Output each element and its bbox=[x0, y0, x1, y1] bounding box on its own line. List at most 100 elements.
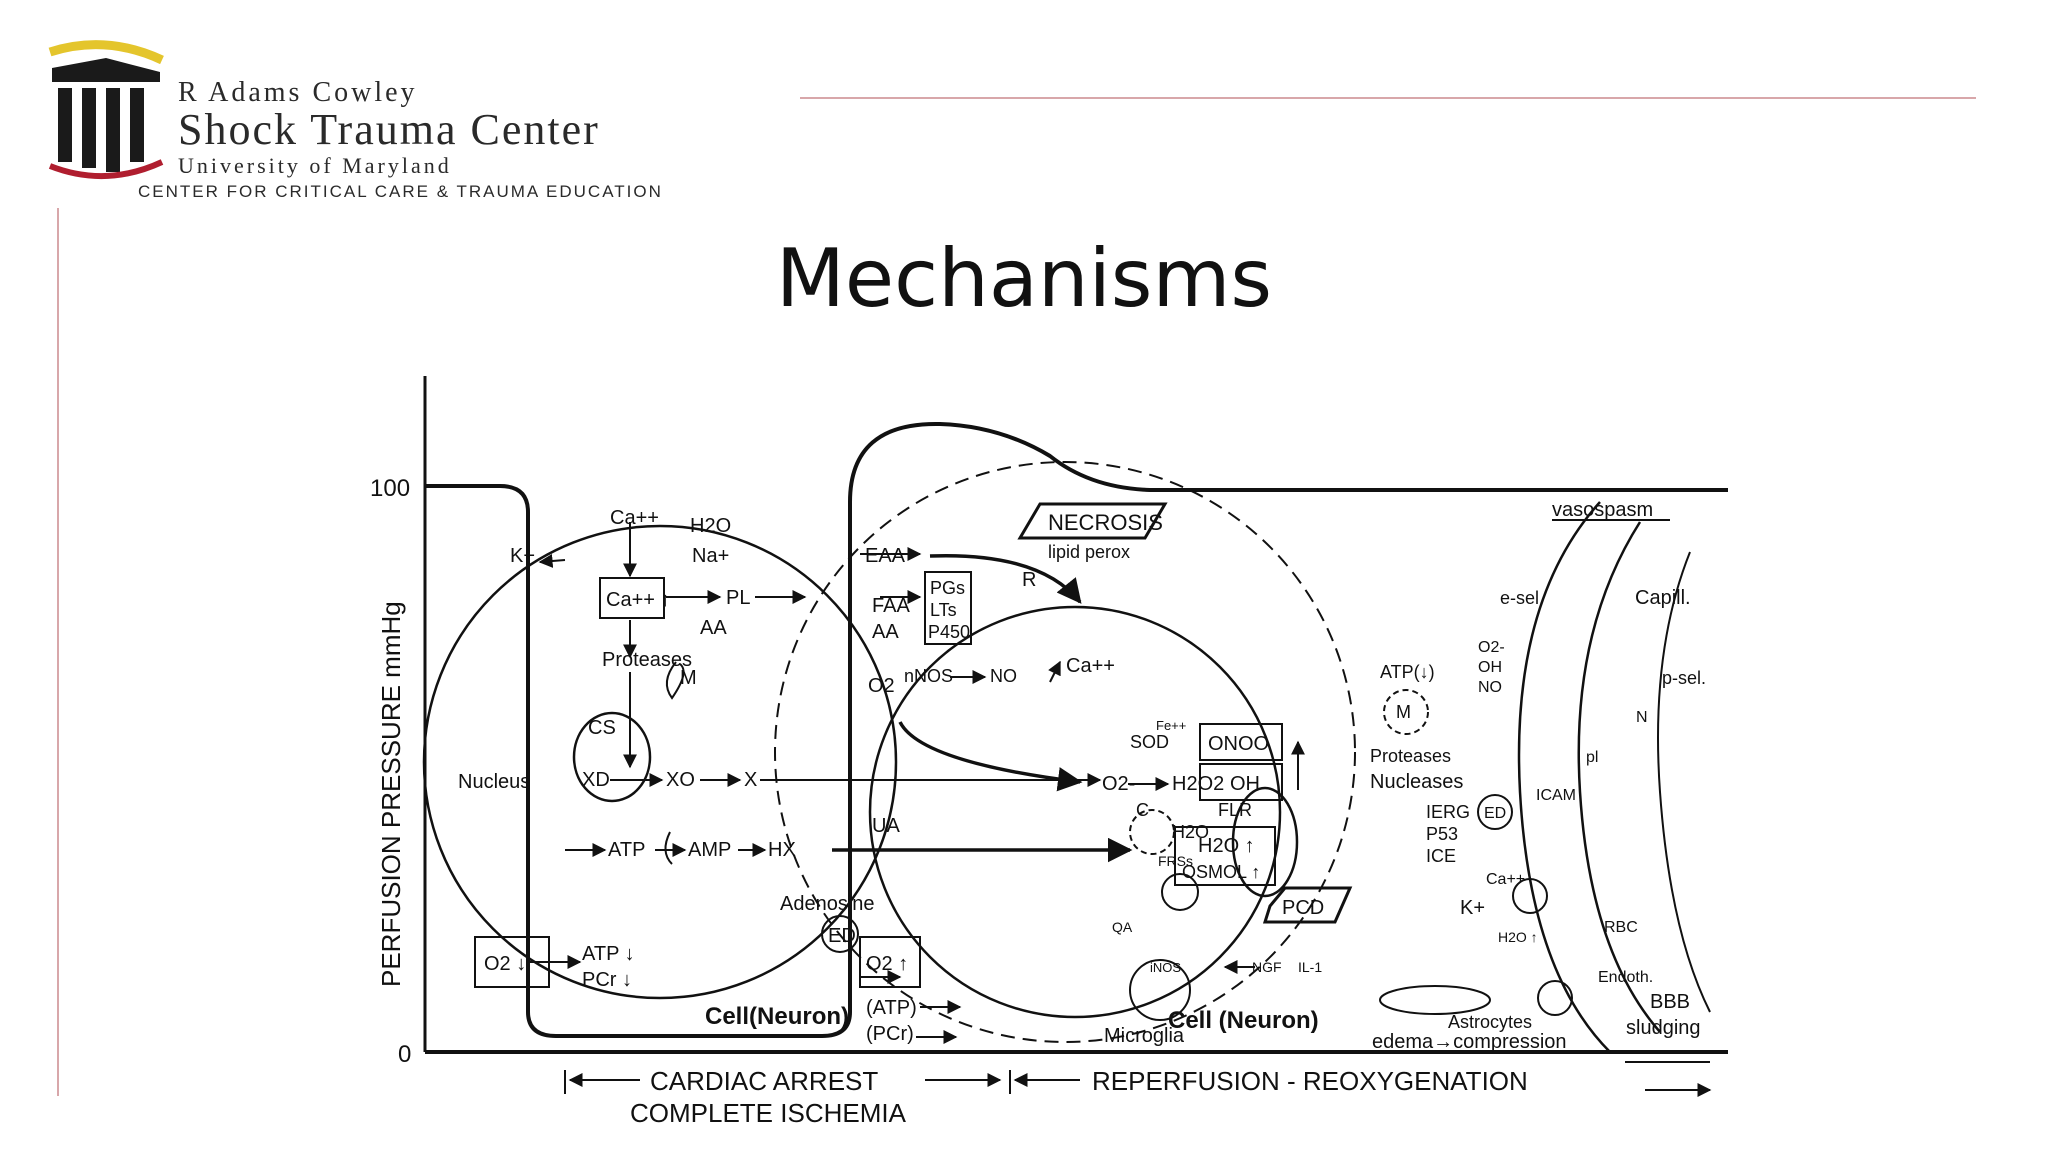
left-aa-label: AA bbox=[700, 617, 727, 639]
pcd-label: PCD bbox=[1282, 897, 1324, 919]
phase-left-line1: CARDIAC ARREST bbox=[650, 1066, 878, 1096]
inos-label: iNOS bbox=[1150, 960, 1181, 975]
right-neuron-cell bbox=[868, 605, 1282, 1019]
org-name-line1: R Adams Cowley bbox=[178, 77, 418, 108]
p450-label: P450 bbox=[928, 622, 970, 642]
left-neuron-cell bbox=[422, 524, 898, 1000]
shock-trauma-logo: R Adams Cowley Shock Trauma Center Unive… bbox=[40, 34, 800, 214]
right-ca2-label: Ca++ bbox=[1486, 871, 1525, 888]
oh-box bbox=[1199, 763, 1283, 801]
e-sel-label: e-sel. bbox=[1500, 588, 1544, 608]
osmol-label: OSMOL ↑ bbox=[1182, 862, 1260, 882]
onoo-box bbox=[1199, 723, 1283, 761]
pcr-paren-label: (PCr) bbox=[866, 1023, 914, 1045]
onoo-label: ONOO bbox=[1208, 733, 1269, 755]
org-name-line4: CENTER FOR CRITICAL CARE & TRAUMA EDUCAT… bbox=[138, 182, 663, 201]
h2o-osmol-box bbox=[1174, 826, 1276, 886]
right-k-label: K+ bbox=[1460, 897, 1485, 919]
sludging-label: sludging bbox=[1626, 1017, 1701, 1039]
rbc-label: RBC bbox=[1604, 919, 1638, 936]
right-o2-label: O2 bbox=[868, 675, 895, 697]
right-proteases-label: Proteases bbox=[1370, 746, 1451, 766]
fe-label: Fe++ bbox=[1156, 718, 1186, 733]
h2o-box-label: H2O ↑ bbox=[1198, 835, 1255, 857]
left-atp-label: ATP bbox=[608, 839, 645, 861]
nucleases-label: Nucleases bbox=[1370, 771, 1463, 793]
r-label: R bbox=[1022, 569, 1036, 591]
right-cell-label: Cell (Neuron) bbox=[1168, 1007, 1319, 1034]
left-atp-low-label: ATP ↓ bbox=[582, 943, 635, 965]
qa-label: QA bbox=[1112, 919, 1133, 935]
ua-label: UA bbox=[872, 815, 900, 837]
p-sel-label: p-sel. bbox=[1662, 668, 1706, 688]
right-ed-label: ED bbox=[1484, 805, 1506, 822]
phase-right: REPERFUSION - REOXYGENATION bbox=[1092, 1066, 1528, 1096]
right-nucleus bbox=[1231, 786, 1299, 898]
left-cs-label: CS bbox=[588, 717, 616, 739]
rad-label-oh: OH bbox=[1478, 659, 1502, 676]
pgs-box bbox=[924, 571, 972, 645]
left-xd-label: XD bbox=[582, 769, 610, 791]
pgs-label: PGs bbox=[930, 578, 965, 598]
necrosis-label: NECROSIS bbox=[1048, 510, 1163, 535]
il1-label: IL-1 bbox=[1298, 959, 1322, 975]
right-cell-dashed-boundary bbox=[774, 461, 1356, 1043]
superoxide-label: O2- bbox=[1102, 773, 1135, 795]
right-aa-label: AA bbox=[872, 621, 899, 643]
left-h2o-label: H2O bbox=[690, 515, 731, 537]
ca-box bbox=[599, 577, 665, 619]
right-o2-box-label: O2 ↑ bbox=[866, 953, 908, 975]
left-xo-label: XO bbox=[666, 769, 695, 791]
left-hx-label: HX bbox=[768, 839, 796, 861]
capill-label: Capill. bbox=[1635, 587, 1691, 609]
left-cell-label: Cell(Neuron) bbox=[705, 1003, 849, 1030]
right-h2o-label: H2O bbox=[1172, 822, 1209, 842]
lipid-perox-label: lipid perox bbox=[1048, 542, 1130, 562]
left-x-label: X bbox=[744, 769, 757, 791]
ngf-label: NGF bbox=[1252, 959, 1282, 975]
left-m-label: M bbox=[680, 667, 697, 689]
left-ca-label: Ca++ bbox=[610, 507, 659, 529]
y-tick-0: 0 bbox=[398, 1041, 411, 1068]
phase-left-line2: COMPLETE ISCHEMIA bbox=[630, 1098, 907, 1128]
nnos-label: nNOS bbox=[904, 666, 953, 686]
left-adenosine-label: Adenosine bbox=[780, 893, 875, 915]
capillary-wall bbox=[1517, 501, 1611, 1053]
left-nucleus bbox=[572, 711, 652, 803]
left-na-label: Na+ bbox=[692, 545, 729, 567]
oh-label: OH bbox=[1230, 773, 1260, 795]
right-h2o2b-label: H2O ↑ bbox=[1498, 929, 1538, 945]
flr-label: FLR bbox=[1218, 800, 1252, 820]
microglia-label: Microglia bbox=[1104, 1025, 1185, 1047]
left-nucleus-label: Nucleus bbox=[458, 771, 530, 793]
rad-label-no: NO bbox=[1478, 679, 1502, 696]
left-accent-line bbox=[57, 208, 59, 1096]
lts-label: LTs bbox=[930, 600, 957, 620]
rad-label-o2: O2- bbox=[1478, 639, 1505, 656]
pcd-box bbox=[1262, 886, 1353, 924]
y-tick-100: 100 bbox=[370, 475, 410, 502]
left-proteases-label: Proteases bbox=[602, 649, 692, 671]
org-name-line2: Shock Trauma Center bbox=[178, 105, 600, 154]
right-ca-label: Ca++ bbox=[1066, 655, 1115, 677]
org-name-line3: University of Maryland bbox=[178, 153, 452, 178]
header-divider bbox=[800, 97, 1976, 99]
ice-label: ICE bbox=[1426, 846, 1456, 866]
columns-logo-icon bbox=[48, 40, 164, 180]
left-ed-label: ED bbox=[828, 925, 856, 947]
astrocytes-label: Astrocytes bbox=[1448, 1012, 1532, 1032]
h2o2-label: H2O2 bbox=[1172, 773, 1224, 795]
y-axis-label: PERFUSION PRESSURE mmHg bbox=[376, 601, 406, 987]
frss-label: FRSs bbox=[1158, 853, 1193, 869]
ischemia-reperfusion-diagram: PERFUSION PRESSURE mmHg 100 0 CARDIAC AR… bbox=[370, 376, 1728, 1128]
pl-label: pl bbox=[1586, 749, 1598, 766]
atp-paren-label: (ATP) bbox=[866, 997, 917, 1019]
left-o2-box-label: O2 ↓ bbox=[484, 953, 526, 975]
faa-label: FAA bbox=[872, 595, 910, 617]
bbb-label: BBB bbox=[1650, 991, 1690, 1013]
left-pl-label: PL bbox=[726, 587, 750, 609]
atp-m-label: ATP(↓) bbox=[1380, 662, 1435, 682]
necrosis-box bbox=[1017, 502, 1168, 540]
edema-label: edema→compression bbox=[1372, 1031, 1567, 1053]
vasospasm-label: vasospasm bbox=[1552, 499, 1653, 521]
